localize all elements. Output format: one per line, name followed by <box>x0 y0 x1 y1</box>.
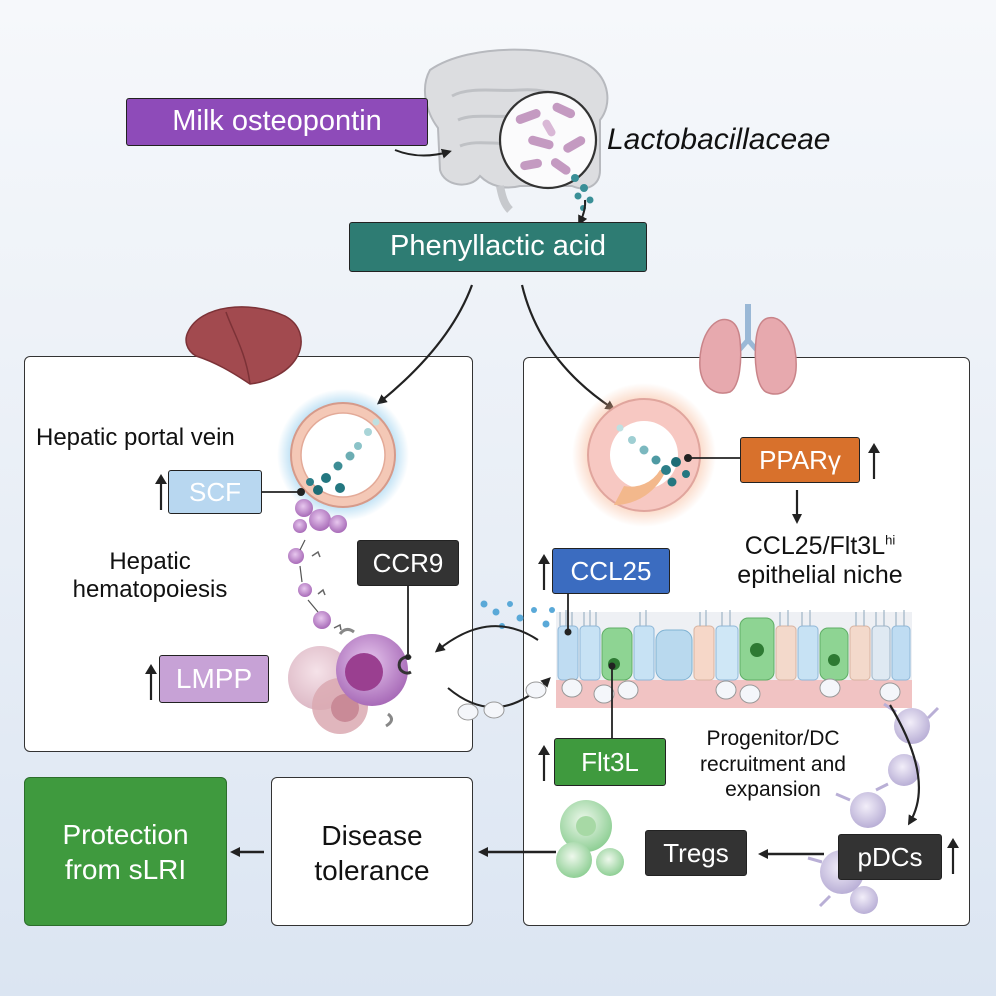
arrow-pla-to-liver <box>376 284 474 405</box>
pdcs-up-arrow-icon <box>947 838 959 874</box>
phenyllactic-acid-label: Phenyllactic acid <box>349 222 647 272</box>
scf-up-arrow-icon <box>155 474 167 510</box>
ccr9-label: CCR9 <box>357 540 459 586</box>
lmpp-cells <box>288 627 412 734</box>
arrow-pla-to-lung <box>520 284 616 411</box>
niche-label-line1: CCL25/Flt3L <box>744 532 886 560</box>
hepatic-hematopoiesis-label: Hepatic hematopoiesis <box>72 548 228 603</box>
portal-vein-illustration <box>277 389 409 521</box>
progenitor-cells <box>288 499 347 631</box>
bacteria-magnifier <box>498 90 598 211</box>
treg-cells <box>556 800 624 878</box>
chemokine-dots <box>480 600 555 629</box>
arrow-milk-to-gut <box>394 148 452 159</box>
lmpp-up-arrow-icon <box>145 664 157 700</box>
lungs-illustration <box>699 304 797 395</box>
scf-label: SCF <box>168 470 262 514</box>
lmpp-label: LMPP <box>159 655 269 703</box>
lactobacillaceae-label: Lactobacillaceae <box>607 123 831 156</box>
epithelium-illustration <box>556 610 912 708</box>
pparg-up-arrow-icon <box>868 443 880 479</box>
niche-label-sup: hi <box>885 532 896 548</box>
disease-tolerance-box <box>271 777 473 926</box>
migrating-cells <box>457 681 547 721</box>
ccl25-label: CCL25 <box>552 548 670 594</box>
disease-tolerance-label: Disease tolerance <box>314 820 430 886</box>
tregs-label: Tregs <box>645 830 747 876</box>
ccl25-up-arrow-icon <box>538 554 550 590</box>
flt3l-label: Flt3L <box>554 738 666 786</box>
arrow-niche-to-lmpp <box>434 625 539 653</box>
pparg-label: PPARγ <box>740 437 860 483</box>
pdcs-label: pDCs <box>838 834 942 880</box>
flt3l-up-arrow-icon <box>538 745 550 781</box>
arrow-bacteria-to-pla <box>578 199 588 226</box>
milk-osteopontin-label: Milk osteopontin <box>126 98 428 146</box>
airway-cross-section <box>572 383 716 527</box>
arrow-recruitment <box>889 704 920 826</box>
liver-illustration <box>185 306 302 385</box>
protection-label: Protection from sLRI <box>24 777 227 926</box>
hepatic-portal-vein-label: Hepatic portal vein <box>36 424 235 451</box>
niche-label-line2: epithelial niche <box>737 560 903 589</box>
niche-label: CCL25/Flt3Lhi epithelial niche <box>716 532 924 590</box>
recruitment-label: Progenitor/DC recruitment and expansion <box>700 727 846 802</box>
